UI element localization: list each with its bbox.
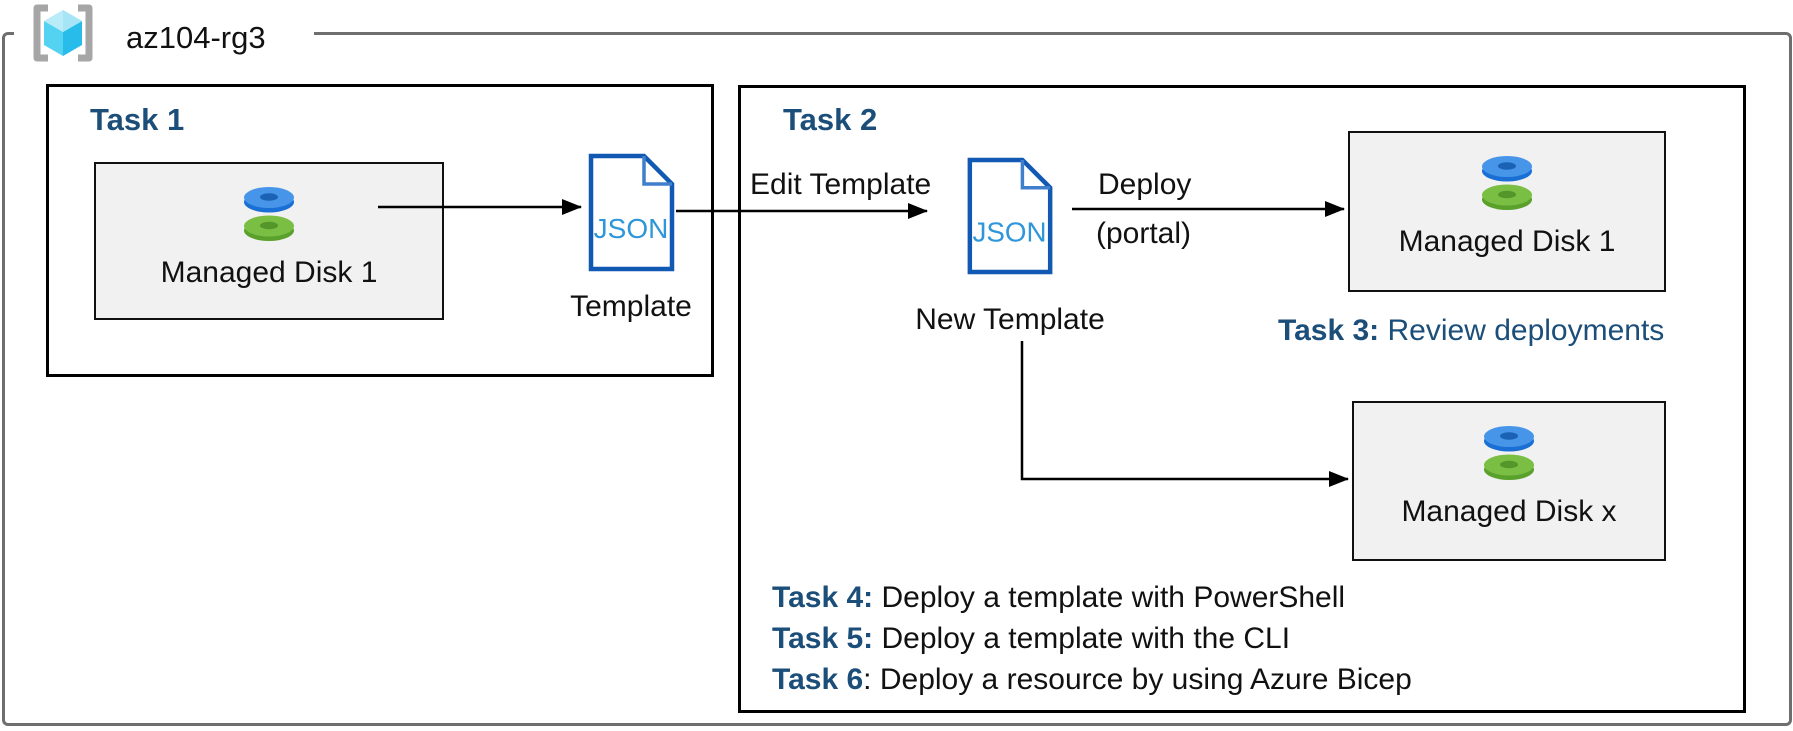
json-file-type-text: JSON xyxy=(972,216,1046,247)
task6-description: : Deploy a resource by using Azure Bicep xyxy=(863,663,1412,696)
managed-disk-1-deployed-box: Managed Disk 1 xyxy=(1348,131,1666,292)
task3-prefix: Task 3: xyxy=(1278,314,1380,347)
task2-heading: Task 2 xyxy=(783,102,878,137)
azure-resource-group-icon xyxy=(33,4,93,62)
template-caption: Template xyxy=(570,290,692,323)
deploy-arrow-label: Deploy xyxy=(1098,168,1192,201)
task5-prefix: Task 5: xyxy=(772,622,874,655)
managed-disk-1-box: Managed Disk 1 xyxy=(94,162,444,320)
deploy-arrow-sublabel: (portal) xyxy=(1096,217,1192,250)
task4-text: Task 4: Deploy a template with PowerShel… xyxy=(772,577,1412,618)
new-template-json-document-icon: JSON xyxy=(967,157,1053,275)
managed-disk-1-label: Managed Disk 1 xyxy=(160,256,378,289)
task5-description: Deploy a template with the CLI xyxy=(873,622,1291,655)
task6-text: Task 6: Deploy a resource by using Azure… xyxy=(772,659,1412,700)
task1-heading: Task 1 xyxy=(90,102,185,137)
template-json-document-icon: JSON xyxy=(588,153,675,272)
managed-disk-icon xyxy=(1477,422,1541,484)
managed-disk-x-label: Managed Disk x xyxy=(1401,495,1617,528)
task4-description: Deploy a template with PowerShell xyxy=(873,581,1346,614)
task4-prefix: Task 4: xyxy=(772,581,874,614)
json-file-type-text: JSON xyxy=(594,213,669,244)
task6-prefix: Task 6 xyxy=(772,663,864,696)
task3-text: Task 3: Review deployments xyxy=(1278,314,1664,348)
managed-disk-x-box: Managed Disk x xyxy=(1352,401,1666,561)
managed-disk-1-deployed-label: Managed Disk 1 xyxy=(1398,225,1616,258)
task-list: Task 4: Deploy a template with PowerShel… xyxy=(772,577,1412,700)
new-template-caption: New Template xyxy=(915,303,1105,336)
managed-disk-icon xyxy=(1475,152,1539,214)
resource-group-label: az104-rg3 xyxy=(126,20,266,55)
managed-disk-icon xyxy=(237,183,301,245)
task3-description: Review deployments xyxy=(1379,314,1665,347)
edit-template-arrow-label: Edit Template xyxy=(750,168,932,201)
task5-text: Task 5: Deploy a template with the CLI xyxy=(772,618,1412,659)
resource-group-frame xyxy=(2,32,1792,726)
